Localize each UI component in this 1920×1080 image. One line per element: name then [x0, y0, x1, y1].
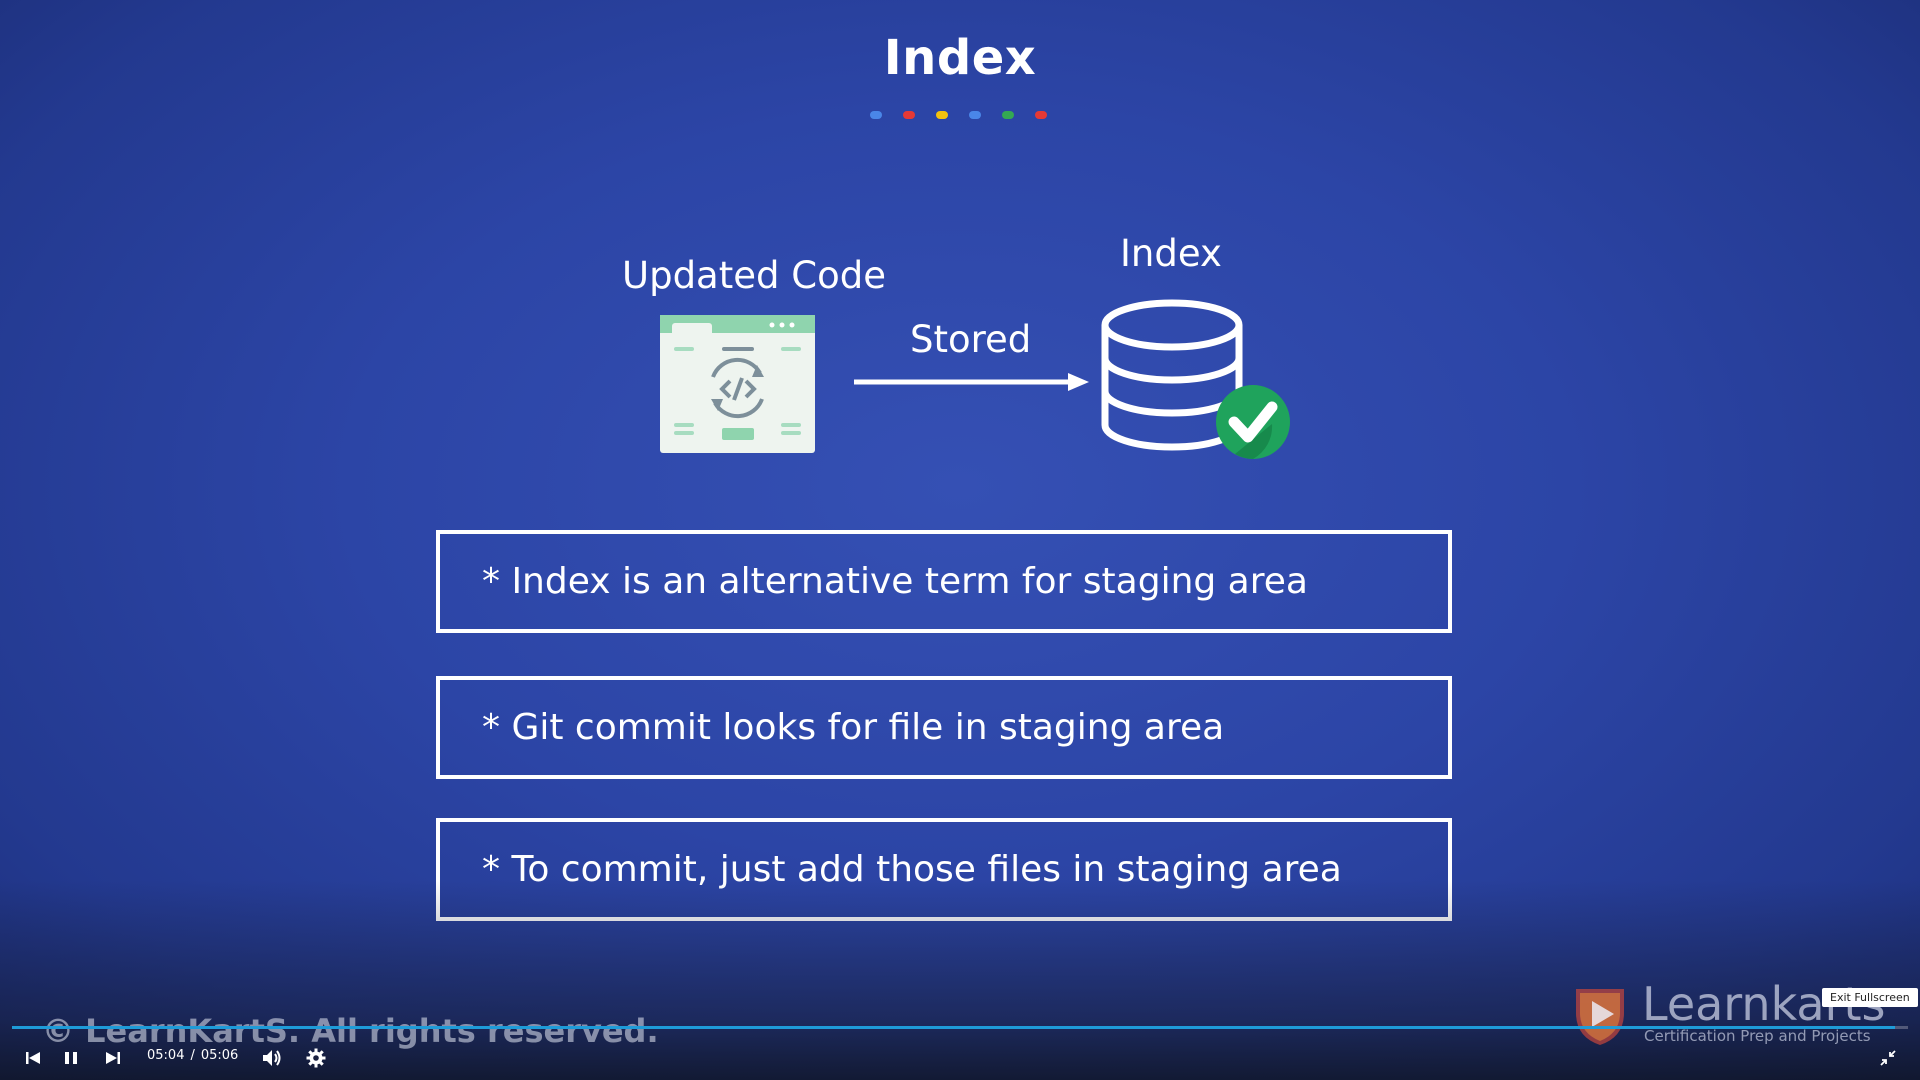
- player-controls: 05:04 / 05:06: [0, 1040, 1920, 1076]
- next-button[interactable]: [100, 1040, 126, 1076]
- pause-icon: [65, 1052, 77, 1064]
- time-separator: /: [190, 1048, 195, 1063]
- color-dot: [1002, 111, 1014, 119]
- previous-button[interactable]: [20, 1040, 46, 1076]
- brand-watermark: Learnkarts Certification Prep and Projec…: [1570, 975, 1900, 1055]
- learnkarts-logo-icon: [1576, 989, 1624, 1045]
- current-time: 05:04: [147, 1048, 185, 1063]
- color-dot: [903, 111, 915, 119]
- settings-button[interactable]: [302, 1040, 330, 1076]
- updated-code-label: Updated Code: [622, 254, 886, 297]
- time-display: 05:04 / 05:06: [147, 1048, 238, 1063]
- index-label: Index: [1120, 232, 1222, 275]
- color-dot: [936, 111, 948, 119]
- color-dot: [969, 111, 981, 119]
- skip-next-icon: [106, 1052, 120, 1064]
- exit-fullscreen-button[interactable]: [1874, 1040, 1902, 1076]
- info-text: * Git commit looks for file in staging a…: [482, 707, 1225, 748]
- color-dot: [870, 111, 882, 119]
- color-dot: [1035, 111, 1047, 119]
- speaker-icon: [263, 1050, 281, 1066]
- gear-icon: [306, 1048, 326, 1068]
- info-text: * Index is an alternative term for stagi…: [482, 561, 1308, 602]
- info-box: * Git commit looks for file in staging a…: [436, 676, 1452, 779]
- color-dots: [870, 111, 1047, 119]
- stored-label: Stored: [910, 318, 1032, 361]
- info-box: * Index is an alternative term for stagi…: [436, 530, 1452, 633]
- database-check-icon: [1101, 299, 1290, 459]
- video-progress-bar[interactable]: [12, 1026, 1908, 1029]
- code-file-icon: [660, 315, 815, 453]
- video-progress-fill: [12, 1026, 1895, 1029]
- exit-fullscreen-tooltip: Exit Fullscreen: [1822, 988, 1918, 1007]
- copyright-watermark: © LearnKartS. All rights reserved.: [42, 1012, 659, 1050]
- exit-fullscreen-icon: [1880, 1050, 1896, 1066]
- bottom-gradient: [0, 880, 1920, 1080]
- slide-title: Index: [883, 30, 1037, 86]
- right-arrow-icon: [854, 373, 1089, 391]
- volume-button[interactable]: [258, 1040, 286, 1076]
- brand-tagline: Certification Prep and Projects: [1644, 1027, 1871, 1045]
- duration: 05:06: [200, 1048, 239, 1063]
- pause-button[interactable]: [58, 1040, 84, 1076]
- skip-previous-icon: [26, 1052, 40, 1064]
